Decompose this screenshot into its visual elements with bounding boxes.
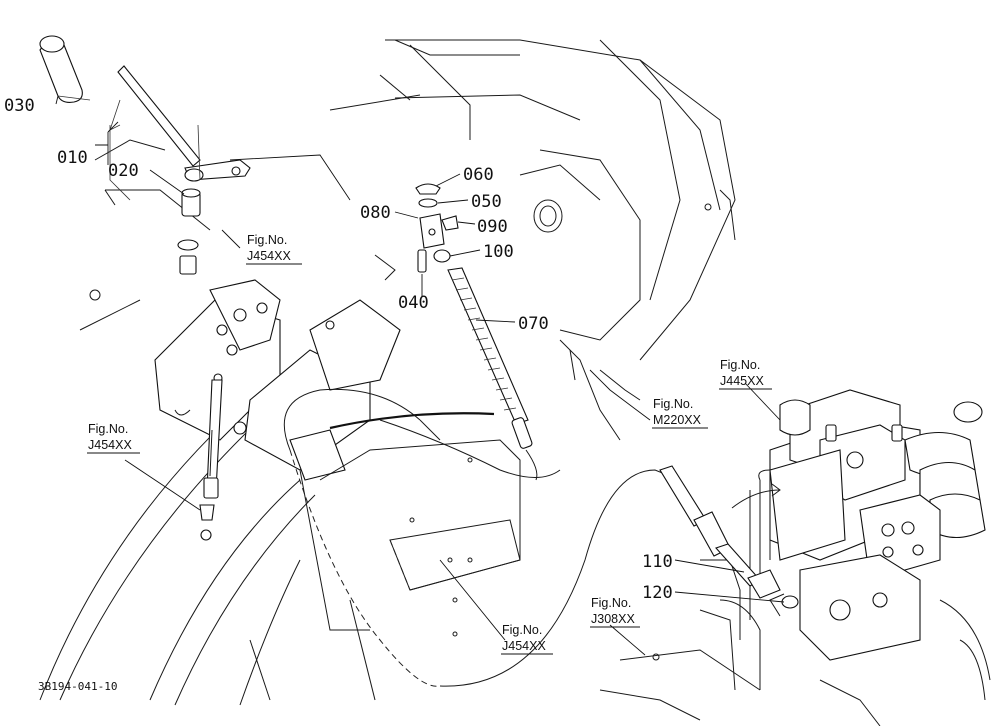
callout-100: 100 xyxy=(483,242,514,262)
fig-ref-2-label: Fig.No. xyxy=(88,422,128,436)
cable-lower-fittings xyxy=(659,465,799,609)
fig-ref-6-label: Fig.No. xyxy=(591,596,631,610)
push-pull-cable xyxy=(283,267,681,687)
fig-ref-5-number: J454XX xyxy=(502,639,546,653)
figure-references: Fig.No. J454XX Fig.No. J454XX Fig.No. J4… xyxy=(87,233,772,655)
lower-lever-parts xyxy=(109,99,201,275)
lever-knob xyxy=(39,35,91,103)
shift-lever xyxy=(117,65,251,182)
callout-020: 020 xyxy=(108,161,139,181)
callout-090: 090 xyxy=(477,217,508,237)
cable-upper-fittings xyxy=(415,183,459,273)
control-valve xyxy=(599,389,991,726)
fig-ref-4-number: M220XX xyxy=(653,413,702,427)
callout-labels: 030 010 020 060 050 080 090 100 040 070 … xyxy=(4,96,673,603)
callout-030: 030 xyxy=(4,96,35,116)
fig-ref-3-label: Fig.No. xyxy=(720,358,760,372)
fig-ref-3-number: J445XX xyxy=(720,374,764,388)
control-rod xyxy=(199,379,223,541)
mounting-bracket xyxy=(154,254,401,481)
fig-ref-2-number: J454XX xyxy=(88,438,132,452)
callout-110: 110 xyxy=(642,552,673,572)
drawing-code: 3B194-041-10 xyxy=(38,680,117,693)
callout-010: 010 xyxy=(57,148,88,168)
callout-070: 070 xyxy=(518,314,549,334)
callout-050: 050 xyxy=(471,192,502,212)
fig-ref-6-number: J308XX xyxy=(591,612,635,626)
callout-120: 120 xyxy=(642,583,673,603)
fig-ref-1-number: J454XX xyxy=(247,249,291,263)
leader-lines xyxy=(55,95,785,656)
callout-060: 060 xyxy=(463,165,494,185)
lower-panel xyxy=(299,419,521,701)
callout-080: 080 xyxy=(360,203,391,223)
bushing-020 xyxy=(181,188,201,217)
fig-ref-1-label: Fig.No. xyxy=(247,233,287,247)
fig-ref-4-label: Fig.No. xyxy=(653,397,693,411)
fig-ref-5-label: Fig.No. xyxy=(502,623,542,637)
fender-housing xyxy=(329,39,736,441)
callout-040: 040 xyxy=(398,293,429,313)
